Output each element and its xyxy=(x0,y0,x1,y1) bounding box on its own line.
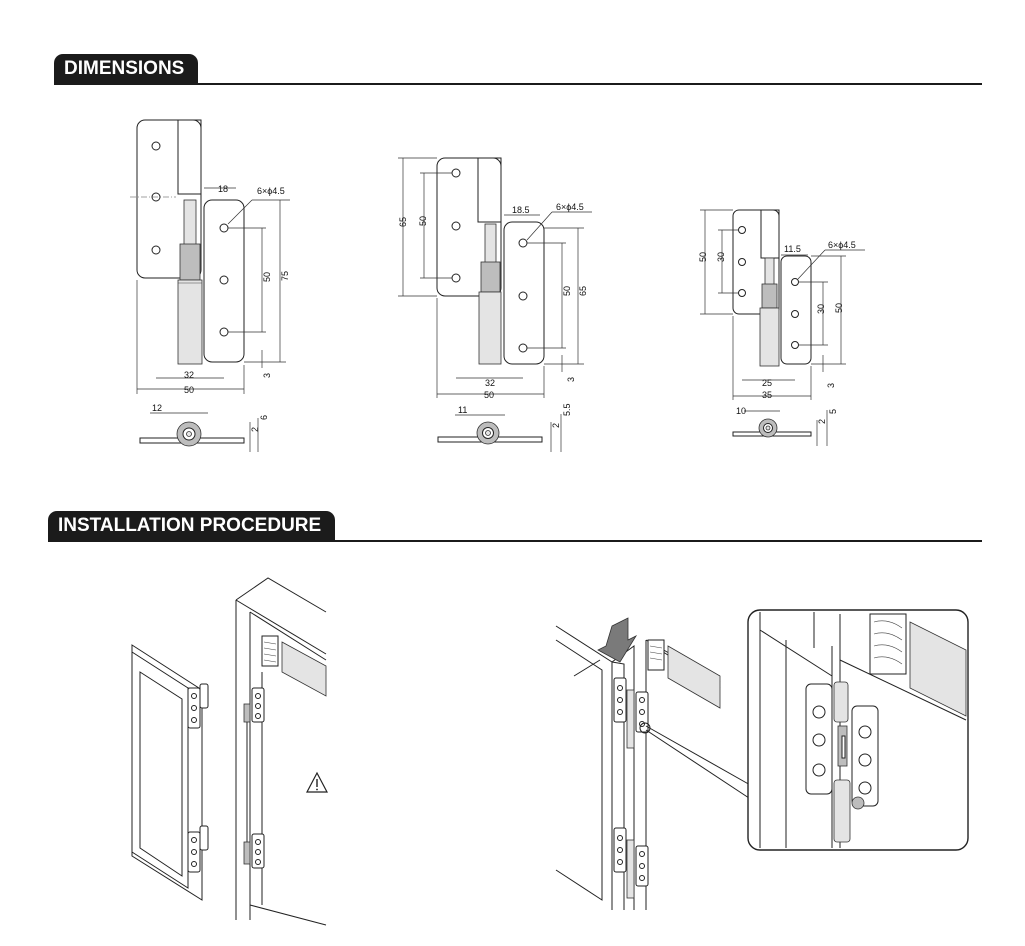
dim-span: 25 xyxy=(762,378,772,388)
holes-label: 6×ϕ4.5 xyxy=(556,202,584,212)
side-height: 6 xyxy=(259,415,269,420)
hinge-drawing-3: 50 30 11.5 6×ϕ4.5 30 50 3 25 35 xyxy=(698,209,865,446)
installation-rule xyxy=(48,540,982,542)
side-thickness: 2 xyxy=(250,427,260,432)
hinge-2-dimensions: 65 50 18.5 6×ϕ4.5 50 65 3 32 50 xyxy=(398,157,592,400)
dim-width: 50 xyxy=(484,390,494,400)
installation-title: INSTALLATION PROCEDURE xyxy=(48,511,336,541)
installed-hinge-bottom xyxy=(613,827,649,899)
dim-left-pitch: 50 xyxy=(418,216,428,226)
hinge-drawing-1: 18 6×ϕ4.5 50 75 3 32 50 12 xyxy=(130,119,290,452)
dim-height: 65 xyxy=(578,286,588,296)
hinge-3-side-view: 10 2 5 xyxy=(732,406,838,446)
door-hinge-leaf-bottom xyxy=(187,825,209,873)
holes-label: 6×ϕ4.5 xyxy=(257,186,285,196)
hinge-3-dimensions: 50 30 11.5 6×ϕ4.5 30 50 3 25 35 xyxy=(698,209,865,400)
side-depth: 10 xyxy=(736,406,746,416)
hinge-2-front-view xyxy=(436,157,545,365)
dim-gap: 3 xyxy=(262,373,272,378)
side-thickness: 2 xyxy=(551,423,561,428)
cabinet-frame xyxy=(235,577,327,926)
dim-width: 35 xyxy=(762,390,772,400)
dim-pitch: 30 xyxy=(816,304,826,314)
side-depth: 11 xyxy=(458,405,467,415)
inset-vent-slots xyxy=(869,613,967,717)
installation-step-1 xyxy=(131,577,328,926)
installation-step-2 xyxy=(555,617,753,910)
hinge-1-dimensions: 18 6×ϕ4.5 50 75 3 32 50 xyxy=(136,184,290,395)
installed-hinge-top xyxy=(613,677,649,749)
inset-hinge-detail xyxy=(805,681,879,843)
door-hinge-leaf-top xyxy=(187,683,209,729)
dim-pitch: 50 xyxy=(562,286,572,296)
dim-gap: 3 xyxy=(826,383,836,388)
dim-offset: 18.5 xyxy=(512,205,530,215)
dimensions-title: DIMENSIONS xyxy=(54,54,199,84)
dim-offset: 18 xyxy=(218,184,228,194)
dim-span: 32 xyxy=(485,378,495,388)
dim-left-height: 50 xyxy=(698,252,708,262)
hinge-drawing-2: 65 50 18.5 6×ϕ4.5 50 65 3 32 50 xyxy=(398,157,592,452)
dim-left-pitch: 30 xyxy=(716,252,726,262)
dim-height: 75 xyxy=(280,271,290,281)
dimensions-header: DIMENSIONS xyxy=(0,52,1025,86)
detail-inset xyxy=(747,609,969,851)
ventilation-slots-2 xyxy=(647,639,721,709)
installation-header: INSTALLATION PROCEDURE xyxy=(0,510,1025,544)
dim-span: 32 xyxy=(184,370,194,380)
zoom-callout-lines xyxy=(639,722,753,801)
side-height: 5.5 xyxy=(562,403,572,416)
dimensions-rule xyxy=(54,83,982,85)
push-down-arrow-icon xyxy=(597,617,638,663)
side-height: 5 xyxy=(828,409,838,414)
dim-height: 50 xyxy=(834,303,844,313)
dim-gap: 3 xyxy=(566,377,576,382)
side-depth: 12 xyxy=(152,403,162,413)
hinge-1-front-view xyxy=(130,119,245,365)
frame-hinge-top xyxy=(243,687,265,842)
hinge-1-side-view: 12 2 6 xyxy=(139,403,269,452)
frame-hinge-bottom xyxy=(243,833,265,869)
dim-pitch: 50 xyxy=(262,272,272,282)
ventilation-slots xyxy=(261,635,327,697)
dim-left-height: 65 xyxy=(398,217,408,227)
warning-icon xyxy=(306,771,328,793)
side-thickness: 2 xyxy=(817,419,827,424)
dim-width: 50 xyxy=(184,385,194,395)
dim-offset: 11.5 xyxy=(784,244,801,254)
hinge-2-side-view: 11 2 5.5 xyxy=(437,403,572,452)
hinge-3-front-view xyxy=(732,209,812,367)
holes-label: 6×ϕ4.5 xyxy=(828,240,856,250)
